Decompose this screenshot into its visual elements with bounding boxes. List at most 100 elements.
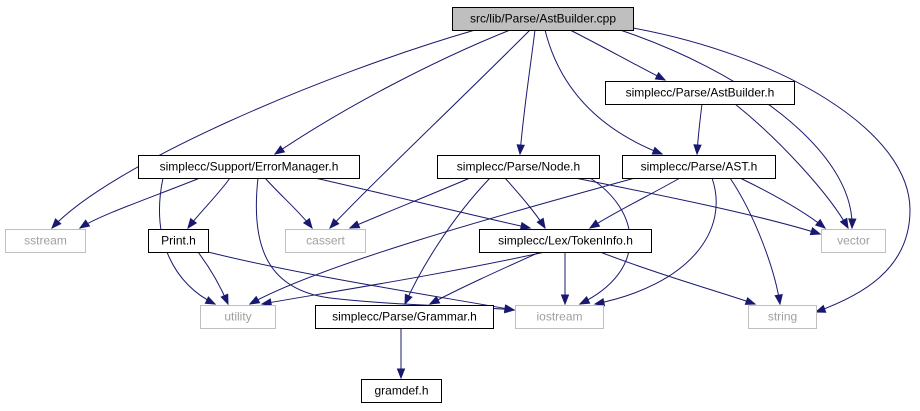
edge-line	[569, 29, 666, 81]
edge-line	[79, 177, 201, 229]
edge-astbuilder_cpp-to-cassert	[329, 29, 531, 230]
edge-astbuilder_h-to-ast_h	[693, 103, 703, 156]
edge-arrowhead	[588, 219, 601, 229]
edge-arrowhead	[78, 219, 91, 229]
node-box	[452, 7, 634, 31]
edge-arrowhead	[348, 220, 361, 229]
edge-line	[594, 177, 717, 305]
edge-arrowhead	[654, 71, 667, 81]
edge-astbuilder_h-to-vector	[734, 103, 849, 230]
edge-grammar_h-to-gramdef_h	[396, 328, 406, 380]
edge-print_h-to-utility	[197, 251, 229, 306]
edge-arrowhead	[503, 304, 516, 313]
edge-node_h-to-tokeninfo_h	[504, 177, 546, 230]
node-box	[5, 229, 86, 253]
nodes-layer: src/lib/Parse/AstBuilder.cpp simplecc/Par…	[5, 7, 886, 403]
node-box	[605, 81, 795, 105]
node-label: src/lib/Parse/AstBuilder.cpp	[470, 12, 616, 26]
node-box	[479, 229, 652, 253]
edge-ast_h-to-tokeninfo_h	[588, 177, 681, 229]
edge-arrowhead	[814, 304, 827, 313]
edge-arrowhead	[273, 145, 286, 155]
edge-line	[207, 251, 515, 311]
node-label: vector	[837, 234, 870, 248]
edge-line	[264, 177, 313, 229]
edge-ast_h-to-string	[729, 177, 783, 306]
edge-astbuilder_cpp-to-node_h	[516, 29, 536, 156]
edge-arrowhead	[651, 146, 664, 155]
edge-line	[274, 29, 511, 155]
edge-arrowhead	[578, 296, 591, 305]
edge-arrowhead	[302, 217, 313, 230]
node-tokeninfo-h[interactable]: simplecc/Lex/TokenInfo.h	[479, 229, 652, 253]
node-gramdef-h[interactable]: gramdef.h	[361, 379, 442, 403]
node-astbuilder-cpp[interactable]: src/lib/Parse/AstBuilder.cpp	[452, 7, 634, 31]
edge-arrowhead	[329, 218, 340, 230]
edge-errormanager_h-to-print_h	[187, 177, 231, 230]
edge-line	[632, 27, 911, 313]
node-label: string	[768, 310, 797, 324]
node-box	[437, 155, 600, 179]
node-utility: utility	[200, 305, 276, 329]
node-label: simplecc/Parse/Grammar.h	[332, 310, 477, 324]
node-label: sstream	[24, 234, 67, 248]
edge-arrowhead	[428, 295, 441, 305]
edges-layer	[51, 27, 911, 380]
node-grammar-h[interactable]: simplecc/Parse/Grammar.h	[315, 305, 494, 329]
node-label: Print.h	[161, 234, 196, 248]
edge-arrowhead	[839, 217, 849, 230]
edge-line	[619, 29, 853, 229]
node-ast-h[interactable]: simplecc/Parse/AST.h	[622, 155, 776, 179]
edge-line	[159, 177, 216, 305]
edge-ast_h-to-vector	[739, 177, 827, 229]
edge-node_h-to-vector	[574, 177, 822, 236]
edge-arrowhead	[809, 227, 822, 236]
edge-tokeninfo_h-to-string	[599, 251, 757, 305]
edge-line	[249, 177, 636, 305]
edge-line	[349, 177, 471, 229]
edge-errormanager_h-to-sstream	[78, 177, 201, 229]
edge-line	[729, 177, 781, 305]
edge-node_h-to-cassert	[348, 177, 471, 229]
edge-line	[429, 251, 541, 305]
edge-astbuilder_cpp-to-string	[632, 27, 911, 313]
edge-line	[599, 251, 756, 305]
node-box	[138, 155, 360, 179]
node-cassert: cassert	[285, 229, 366, 253]
edge-arrowhead	[593, 297, 606, 307]
edge-arrowhead	[396, 368, 406, 380]
edge-line	[734, 103, 849, 229]
node-box	[315, 305, 494, 329]
edge-astbuilder_cpp-to-ast_h	[544, 29, 664, 155]
node-label: iostream	[536, 310, 582, 324]
edge-arrowhead	[744, 296, 757, 305]
edge-line	[589, 177, 681, 229]
edge-line	[544, 29, 663, 155]
edge-astbuilder_cpp-to-vector	[619, 29, 857, 230]
edge-arrowhead	[519, 221, 532, 231]
edge-line	[314, 177, 531, 229]
node-label: simplecc/Parse/AstBuilder.h	[626, 86, 775, 100]
edge-line	[51, 29, 476, 229]
edge-astbuilder_cpp-to-astbuilder_h	[569, 29, 667, 81]
node-vector: vector	[821, 229, 886, 253]
node-astbuilder-h[interactable]: simplecc/Parse/AstBuilder.h	[605, 81, 795, 105]
node-label: cassert	[306, 234, 345, 248]
node-node-h[interactable]: simplecc/Parse/Node.h	[437, 155, 600, 179]
node-label: utility	[224, 310, 251, 324]
node-label: simplecc/Parse/AST.h	[641, 160, 758, 174]
edge-ast_h-to-utility	[248, 177, 636, 305]
edge-arrowhead	[187, 217, 198, 230]
node-label: simplecc/Support/ErrorManager.h	[160, 160, 339, 174]
edge-tokeninfo_h-to-utility	[260, 251, 546, 307]
node-box	[285, 229, 366, 253]
node-print-h[interactable]: Print.h	[148, 229, 209, 253]
edge-print_h-to-iostream	[207, 251, 516, 313]
edge-arrowhead	[220, 293, 229, 306]
node-errormanager-h[interactable]: simplecc/Support/ErrorManager.h	[138, 155, 360, 179]
edge-astbuilder_cpp-to-errormanager_h	[273, 29, 511, 155]
node-label: simplecc/Lex/TokenInfo.h	[498, 234, 633, 248]
edge-ast_h-to-iostream	[593, 177, 717, 307]
edge-errormanager_h-to-tokeninfo_h	[314, 177, 532, 231]
